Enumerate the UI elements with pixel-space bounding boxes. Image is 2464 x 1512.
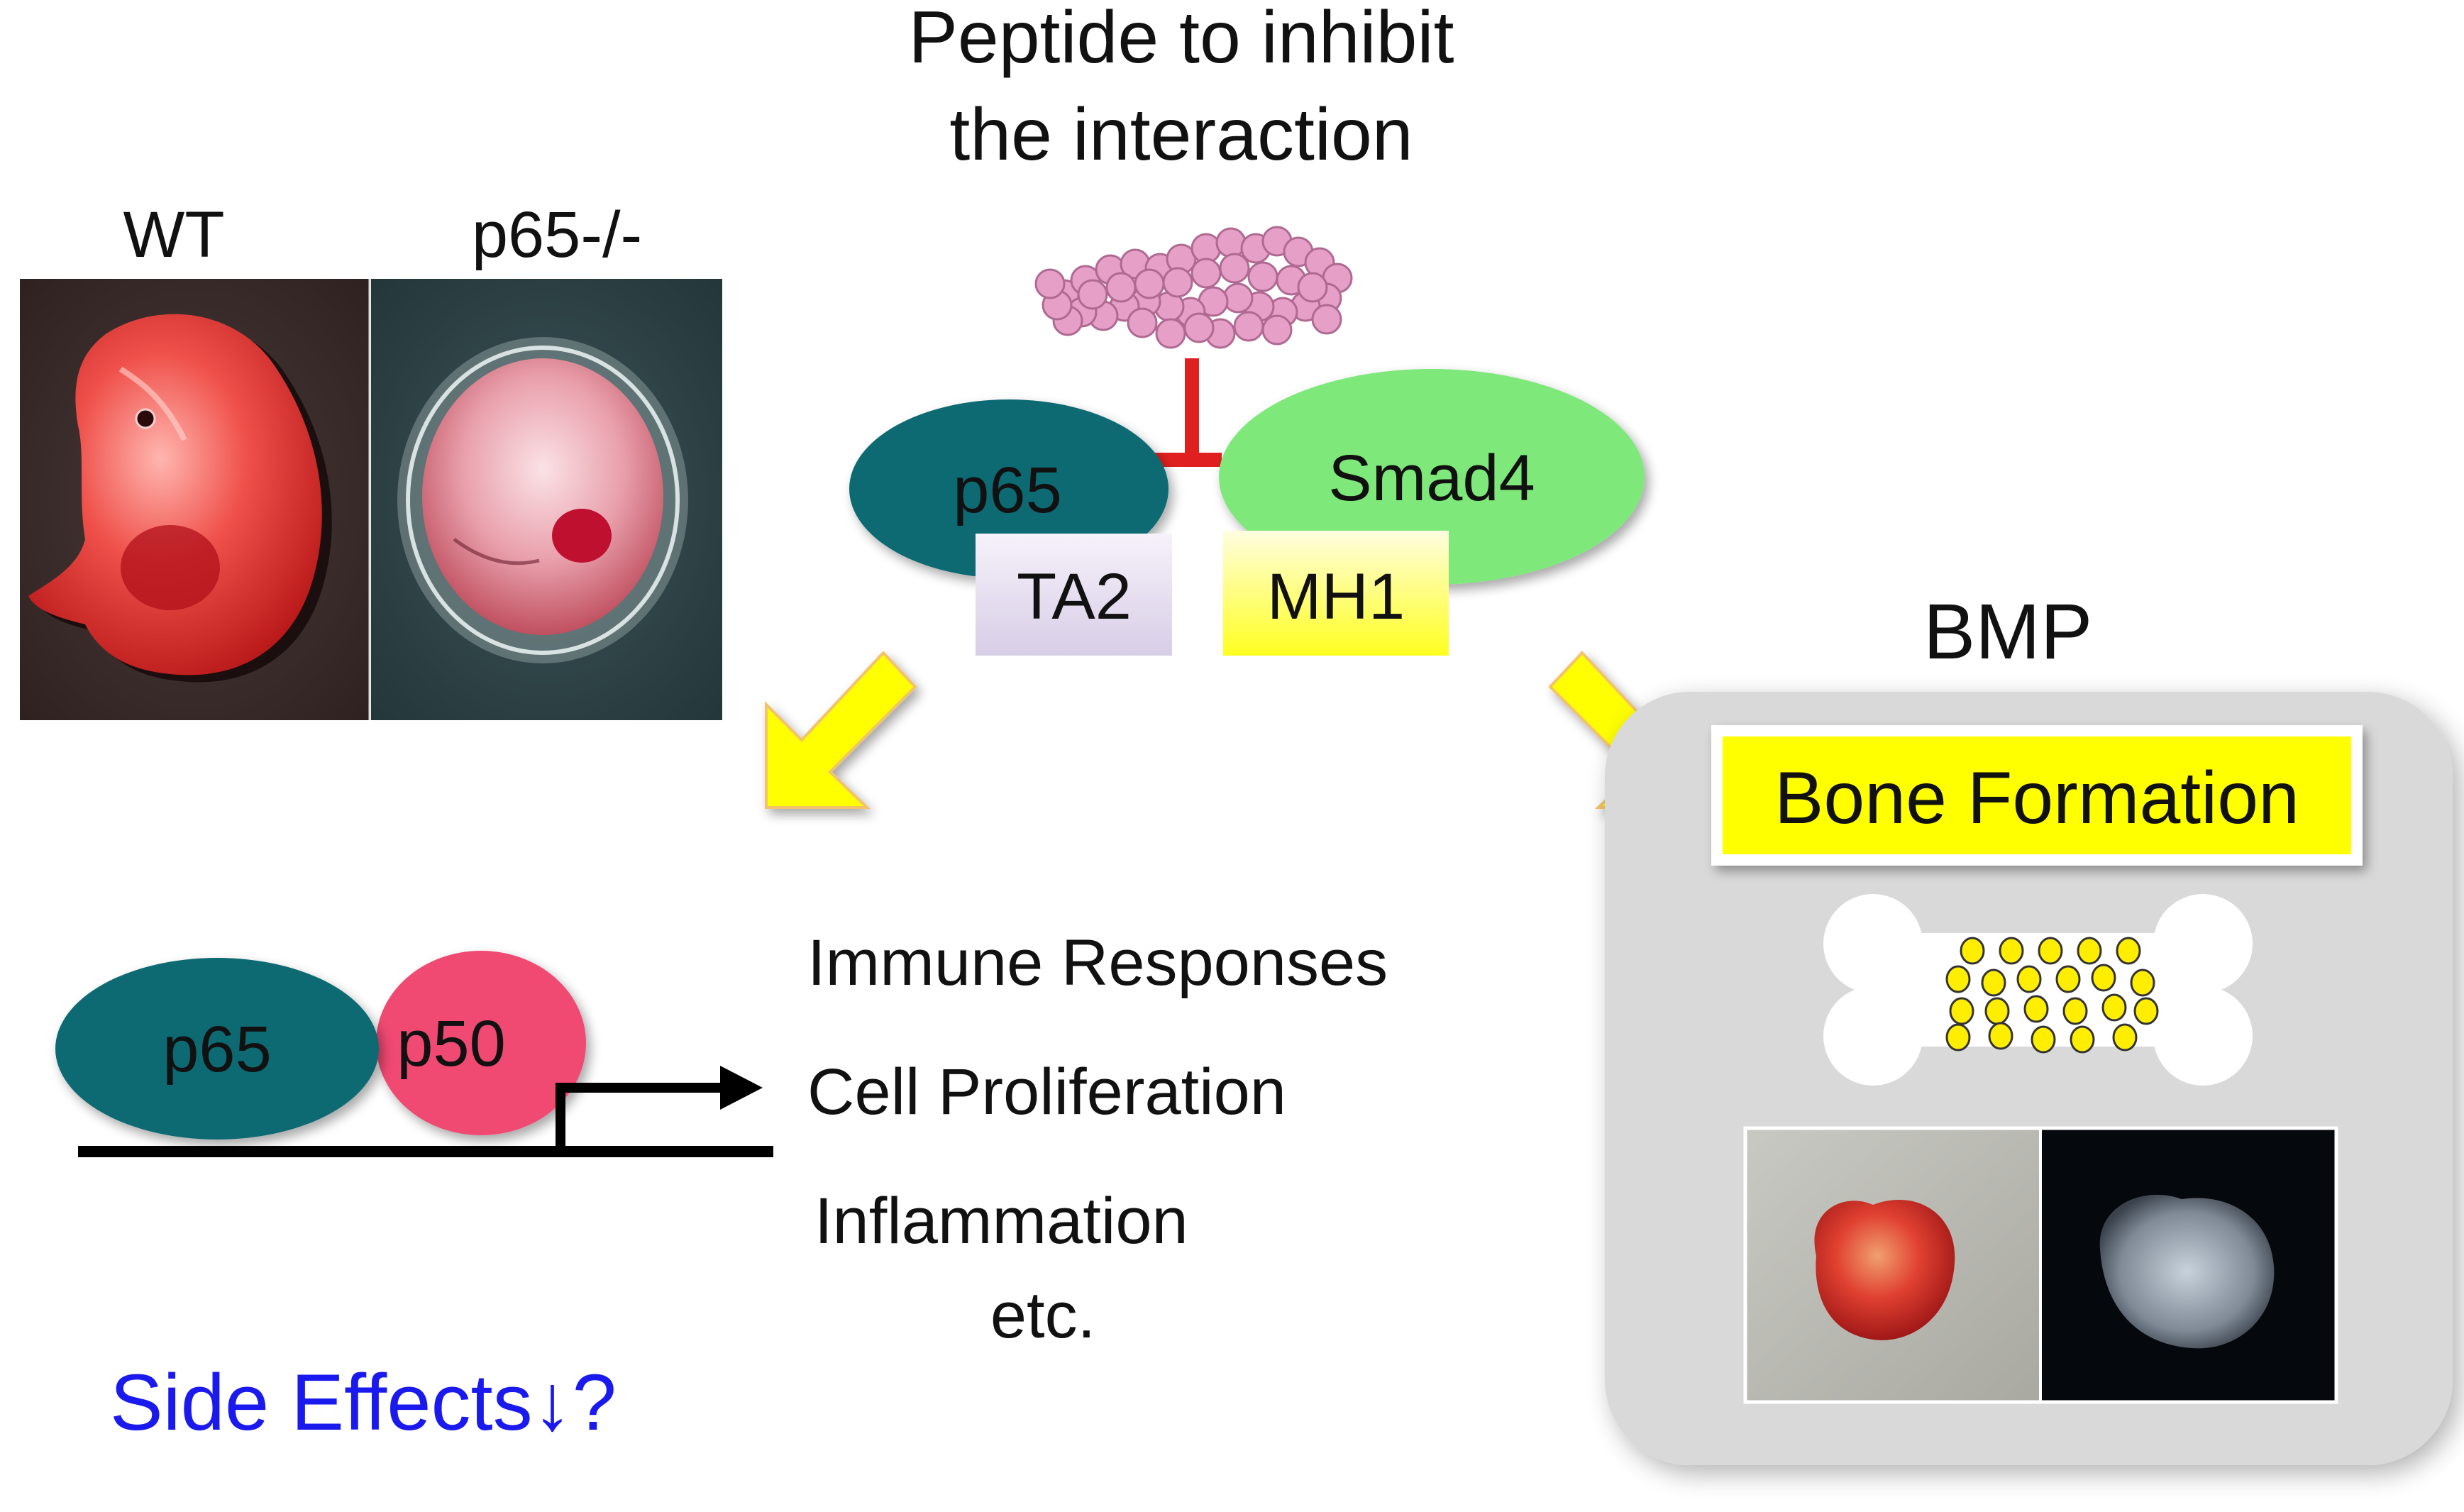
peptide-atom bbox=[1105, 272, 1137, 303]
ko-label: p65-/- bbox=[472, 199, 642, 271]
bone-matrix-dot bbox=[2023, 995, 2049, 1023]
bone-matrix-dot bbox=[1981, 969, 2006, 997]
nfkb-dimer-on-dna: p65 p50 bbox=[55, 951, 773, 1157]
left-arrow bbox=[765, 651, 917, 809]
mh1-box bbox=[1223, 531, 1449, 656]
ko-embryo-image bbox=[397, 337, 688, 663]
bone-matrix-dot bbox=[2130, 969, 2155, 997]
bone-matrix-dot bbox=[1988, 1022, 2013, 1050]
smad4-label: Smad4 bbox=[1328, 442, 1535, 514]
peptide-atom bbox=[1077, 279, 1108, 310]
peptide-atom bbox=[1034, 268, 1066, 299]
p50-label: p50 bbox=[397, 1008, 506, 1080]
peptide-atom bbox=[1219, 253, 1250, 284]
peptide-atom bbox=[1215, 227, 1247, 258]
bone-matrix-dot bbox=[2091, 964, 2116, 992]
transcription-start-arrow bbox=[556, 1083, 738, 1152]
title-line-2: the interaction bbox=[949, 94, 1413, 176]
p65-smad4-complex: p65 Smad4 TA2 MH1 bbox=[849, 369, 1645, 656]
peptide-atom bbox=[1222, 282, 1254, 314]
side-effects-label: Side Effects↓? bbox=[110, 1358, 617, 1447]
bone-matrix-dot bbox=[2116, 937, 2141, 965]
bone-formation-box bbox=[1723, 736, 2351, 854]
bone-matrix-dot bbox=[1984, 997, 2010, 1025]
peptide-atom bbox=[1155, 318, 1186, 349]
bone-matrix-dot bbox=[2062, 997, 2088, 1025]
ta2-label: TA2 bbox=[1017, 561, 1132, 633]
bone-matrix-dot bbox=[2070, 1025, 2095, 1054]
peptide-atom bbox=[1190, 258, 1222, 289]
bone-matrix-dot bbox=[2031, 1025, 2056, 1054]
p65-label-top: p65 bbox=[953, 454, 1062, 526]
bone-matrix-dot bbox=[1949, 997, 1974, 1025]
peptide-atom bbox=[1183, 312, 1215, 343]
peptide-atom bbox=[1297, 272, 1328, 303]
transcription-arrowhead bbox=[720, 1066, 763, 1110]
bone-matrix-dot bbox=[1999, 937, 2024, 965]
bone-matrix-dot bbox=[2112, 1023, 2138, 1052]
bone-matrix-dot bbox=[2038, 937, 2063, 965]
wt-label: WT bbox=[123, 199, 224, 271]
peptide-atom bbox=[1311, 304, 1342, 335]
bone-matrix-dot bbox=[2077, 937, 2102, 965]
peptide-atom bbox=[1233, 311, 1264, 342]
bmp-label: BMP bbox=[1923, 588, 2092, 675]
bone-matrix-dot bbox=[1960, 937, 1985, 965]
peptide-atom bbox=[1127, 307, 1158, 338]
bone-sample-xray bbox=[2099, 1194, 2275, 1349]
mh1-label: MH1 bbox=[1267, 561, 1405, 633]
inhibition-symbol bbox=[1155, 358, 1222, 467]
bone-sample-photos bbox=[1743, 1126, 2338, 1404]
wt-embryo-image bbox=[28, 314, 332, 683]
outcome-immune-responses: Immune Responses bbox=[807, 927, 1388, 999]
bone-sample-tissue bbox=[1814, 1199, 1955, 1340]
peptide-atom bbox=[1162, 267, 1193, 298]
outcome-inflammation: Inflammation bbox=[814, 1185, 1188, 1257]
peptide-atom bbox=[1247, 261, 1278, 292]
peptide-atom bbox=[1261, 314, 1293, 346]
bmp-panel: Bone Formation bbox=[1605, 692, 2453, 1465]
outcome-etc: etc. bbox=[990, 1279, 1095, 1352]
outcome-cell-proliferation: Cell Proliferation bbox=[807, 1056, 1286, 1128]
p65-label-bottom: p65 bbox=[162, 1013, 272, 1086]
embryo-photo-panel: WT p65-/- bbox=[20, 199, 722, 720]
bone-matrix-dot bbox=[2016, 965, 2042, 993]
title-line-1: Peptide to inhibit bbox=[909, 0, 1454, 79]
peptide-atom bbox=[1134, 268, 1165, 299]
bone-matrix-dot bbox=[1945, 965, 1971, 993]
bone-formation-label: Bone Formation bbox=[1774, 757, 2299, 839]
bone-matrix-dot bbox=[1945, 1023, 1971, 1052]
peptide-molecule bbox=[1034, 226, 1353, 349]
ta2-box bbox=[976, 534, 1172, 656]
nfkb-outcomes-list: Immune Responses Cell Proliferation Infl… bbox=[807, 927, 1388, 1352]
p65-ellipse-bottom bbox=[55, 958, 379, 1139]
bone-matrix-dot bbox=[2055, 965, 2081, 993]
bone-matrix-dot bbox=[2101, 993, 2127, 1022]
bone-matrix-dots bbox=[1945, 937, 2159, 1054]
bone-icon bbox=[1823, 894, 2253, 1086]
bone-matrix-dot bbox=[2133, 997, 2159, 1025]
p50-ellipse bbox=[376, 951, 586, 1135]
